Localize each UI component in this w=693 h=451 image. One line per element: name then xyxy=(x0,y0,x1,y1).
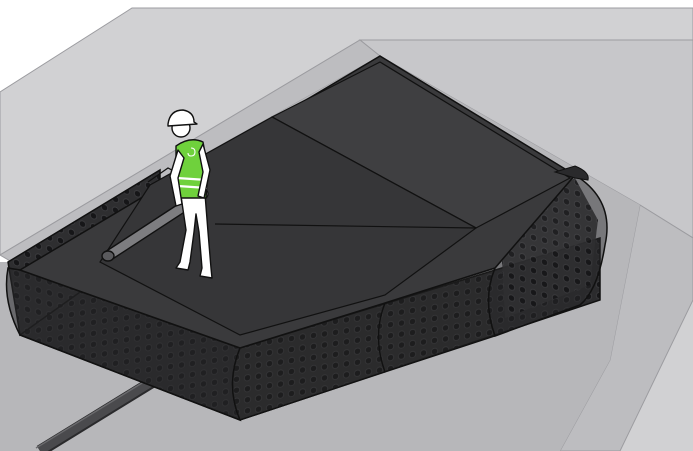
infiltration-tank-installation-illustration xyxy=(0,0,693,451)
